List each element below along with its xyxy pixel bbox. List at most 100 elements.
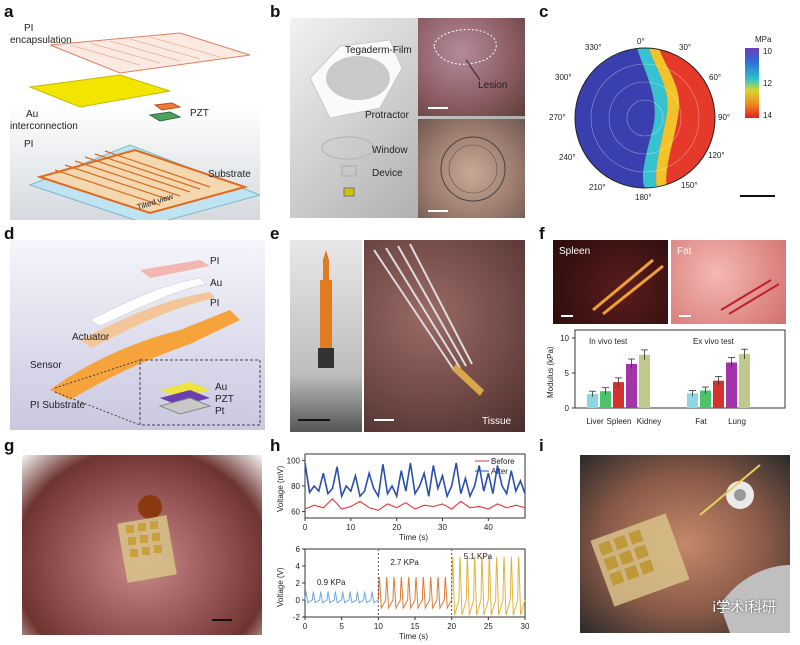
- label-a-pzt: PZT: [190, 108, 209, 119]
- f-bar-spleen-3: [626, 363, 637, 408]
- photo-f-spleen: Spleen: [553, 240, 668, 324]
- panel-label-i: i: [539, 436, 544, 455]
- f-ytick-label-5: 5: [565, 369, 570, 378]
- c-angle-30: 30°: [679, 43, 691, 52]
- f-xlabel-liver: Liver: [586, 417, 604, 426]
- h-bottom-xtick-label-20: 20: [447, 622, 456, 631]
- label-b-device: Device: [372, 168, 403, 179]
- photo-f-fat: Fat: [671, 240, 786, 324]
- label-d-actuator: Actuator: [72, 332, 110, 343]
- h-bottom-ylabel: Voltage (V): [276, 567, 285, 607]
- c-angle-180: 180°: [635, 193, 652, 202]
- h-bottom-ytick-label--2: -2: [293, 613, 301, 622]
- h-bottom-segment-1: [377, 576, 453, 610]
- h-top-xlabel: Time (s): [399, 533, 428, 542]
- c-angle-300: 300°: [555, 73, 572, 82]
- f-bar-lung-2: [713, 380, 724, 408]
- h-top-xtick-label-0: 0: [303, 523, 308, 532]
- f-bar-chart: Modulus (kPa) In vivo test Ex vivo test …: [546, 329, 786, 426]
- label-d-inset-pzt: PZT: [215, 394, 234, 405]
- panel-g-heart-photo: [22, 455, 262, 635]
- label-b-tegaderm: Tegaderm-Film: [345, 45, 412, 56]
- c-angle-330: 330°: [585, 43, 602, 52]
- panel-label-g: g: [4, 436, 15, 455]
- h-top-series-before: [304, 498, 526, 511]
- f-ylabel: Modulus (kPa): [546, 346, 555, 398]
- label-d-sensor: Sensor: [30, 360, 62, 371]
- h-top-series-after: [304, 462, 526, 500]
- h-bottom-xtick-label-5: 5: [339, 622, 344, 631]
- h-bottom-xlabel: Time (s): [399, 632, 428, 641]
- h-legend-before: Before: [491, 457, 515, 466]
- panel-i-surgery-photo: i学术i科研: [580, 455, 790, 633]
- f-bar-kidney-4: [639, 354, 650, 408]
- h-bottom-segment-2: [451, 556, 526, 616]
- h-top-xtick-label-20: 20: [392, 523, 401, 532]
- c-colorbar-unit: MPa: [755, 35, 772, 44]
- photo-e-tissue: Tissue: [364, 240, 525, 432]
- label-a-pi-lower: PI: [24, 139, 33, 150]
- h-top-ytick-label-80: 80: [291, 482, 300, 491]
- c-colorbar: [745, 48, 759, 118]
- c-angle-240: 240°: [559, 153, 576, 162]
- h-bottom-xtick-label-30: 30: [521, 622, 530, 631]
- panel-d-illustration: PI Au PI Actuator Sensor PI Substrate Au…: [30, 256, 261, 426]
- h-top-ytick-label-60: 60: [291, 508, 300, 517]
- label-d-pi-mid: PI: [210, 298, 219, 309]
- panel-a-exploded-device: PI encapsulation Au interconnection PZT …: [10, 15, 260, 220]
- h-top-ylabel: Voltage (mV): [276, 465, 285, 512]
- label-f-fat: Fat: [677, 246, 692, 257]
- h-top-xtick-label-40: 40: [484, 523, 493, 532]
- h-bottom-ytick-label-2: 2: [296, 579, 301, 588]
- panel-c-polar-map: 0° 30° 60° 90° 120° 150° 180° 210° 240° …: [545, 18, 795, 218]
- photo-b-lesion: Lesion: [418, 18, 525, 116]
- c-angle-210: 210°: [589, 183, 606, 192]
- label-f-spleen: Spleen: [559, 246, 590, 257]
- watermark: i学术i科研: [712, 600, 776, 616]
- f-ytick-label-0: 0: [565, 404, 570, 413]
- h-bottom-ytick-label-4: 4: [296, 562, 301, 571]
- photo-e-device-closeup: [290, 240, 362, 432]
- panel-b-illustration: Tegaderm-Film Protractor Window Device: [309, 39, 412, 197]
- panel-label-a: a: [4, 2, 14, 21]
- h-bottom-annotation-2: 5.1 KPa: [464, 552, 493, 561]
- h-bottom-xtick-label-0: 0: [303, 622, 308, 631]
- label-b-lesion: Lesion: [478, 80, 507, 91]
- label-a-pi: PI: [24, 23, 33, 34]
- c-angle-0: 0°: [637, 37, 645, 46]
- label-d-inset-au: Au: [215, 382, 227, 393]
- label-a-au: Au: [26, 109, 38, 120]
- panel-f-modulus: Spleen Fat Modulus (kPa) In vivo test Ex…: [545, 240, 795, 432]
- panel-b-device-application: Tegaderm-Film Protractor Window Device L…: [290, 18, 525, 218]
- panel-label-c: c: [539, 2, 549, 21]
- f-xlabel-kidney: Kidney: [637, 417, 661, 426]
- c-angle-90: 90°: [718, 113, 730, 122]
- c-colorbar-tick-12: 12: [763, 79, 772, 88]
- f-bar-liver-0: [587, 394, 598, 408]
- f-bar-fat-1: [700, 390, 711, 408]
- panel-label-h: h: [270, 436, 281, 455]
- c-angle-150: 150°: [681, 181, 698, 190]
- panel-label-f: f: [539, 224, 545, 243]
- h-bottom-ytick-label-6: 6: [296, 545, 301, 554]
- h-bottom-xtick-label-25: 25: [484, 622, 493, 631]
- f-bar-fat-0: [687, 393, 698, 408]
- h-top-ytick-label-100: 100: [287, 456, 301, 465]
- h-bottom-segment-0: [304, 590, 379, 604]
- label-d-inset-pt: Pt: [215, 406, 225, 417]
- f-bar-spleen-2: [613, 382, 624, 408]
- f-bar-lung-4: [739, 354, 750, 408]
- label-d-substrate: PI Substrate: [30, 400, 85, 411]
- label-e-tissue: Tissue: [482, 416, 512, 427]
- h-bottom-xtick-label-10: 10: [374, 622, 383, 631]
- f-ytick-label-10: 10: [560, 334, 569, 343]
- photo-b-protractor: [418, 119, 525, 218]
- h-bottom-xtick-label-15: 15: [411, 622, 420, 631]
- f-xlabel-spleen: Spleen: [607, 417, 632, 426]
- f-bar-liver-1: [600, 391, 611, 408]
- panel-e-tissue-photos: Tissue: [290, 240, 525, 432]
- c-angle-120: 120°: [708, 151, 725, 160]
- f-xlabel-fat: Fat: [695, 417, 707, 426]
